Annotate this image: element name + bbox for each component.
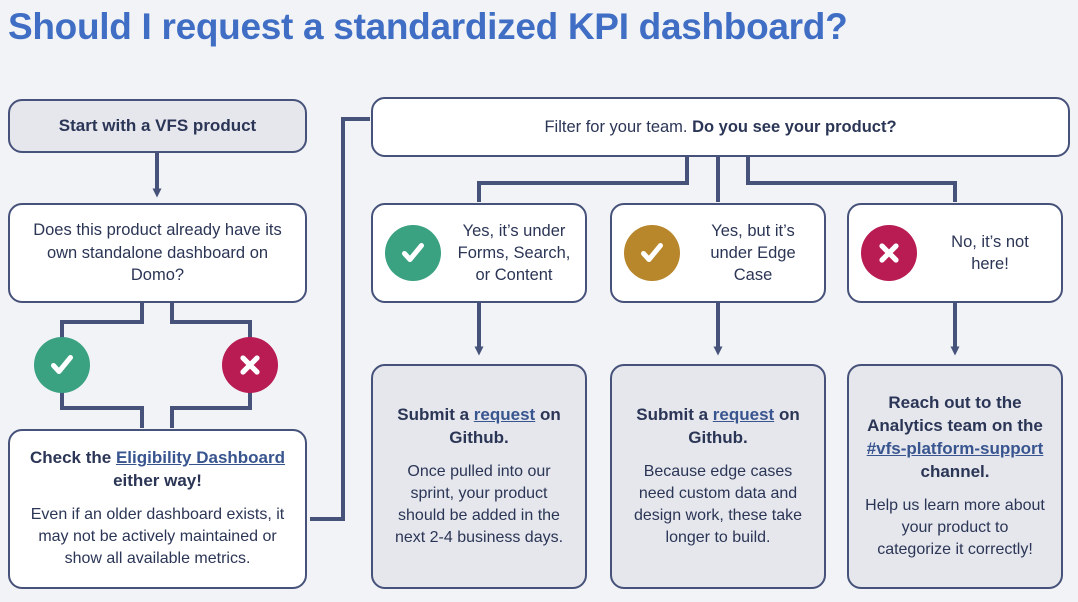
- node-question-label: Does this product already have its own s…: [33, 221, 282, 285]
- answer-1-badge: [385, 224, 441, 281]
- result-1-body: Once pulled into our sprint, your produc…: [394, 462, 564, 547]
- answer-2-label: Yes, but it’s under Edge Case: [710, 221, 796, 285]
- no-marker: [222, 337, 278, 393]
- eligibility-heading-before: Check the: [29, 448, 116, 468]
- result-2-body: Because edge cases need custom data and …: [633, 462, 803, 547]
- node-answer-2[interactable]: Yes, but it’s under Edge Case: [610, 203, 826, 303]
- github-request-link[interactable]: request: [712, 404, 775, 424]
- filter-text-bold: Do you see your product?: [692, 117, 897, 136]
- result-1-heading-before: Submit a: [397, 404, 474, 424]
- result-3-heading-before: Reach out to the Analytics team on the: [867, 393, 1043, 435]
- result-2-heading: Submit a request on Github.: [626, 404, 810, 450]
- spacer: [863, 484, 1047, 495]
- wire-filter-to-answer-1: [477, 157, 689, 202]
- x-icon: [240, 355, 260, 375]
- eligibility-dashboard-link[interactable]: Eligibility Dashboard: [115, 448, 286, 468]
- node-result-2[interactable]: Submit a request on Github. Because edge…: [610, 364, 826, 589]
- node-eligibility[interactable]: Check the Eligibility Dashboard either w…: [8, 429, 307, 589]
- filter-text-regular: Filter for your team.: [544, 117, 693, 136]
- slack-channel-link[interactable]: #vfs-platform-support: [866, 438, 1044, 458]
- spacer: [24, 493, 291, 504]
- check-icon: [641, 242, 663, 262]
- result-3-heading: Reach out to the Analytics team on the #…: [863, 392, 1047, 484]
- result-2-heading-after: on Github.: [688, 404, 800, 447]
- node-answer-3[interactable]: No, it’s not here!: [847, 203, 1063, 303]
- node-eligibility-heading: Check the Eligibility Dashboard either w…: [24, 447, 291, 493]
- check-icon: [51, 355, 73, 374]
- node-result-3[interactable]: Reach out to the Analytics team on the #…: [847, 364, 1063, 589]
- result-1-heading-after: on Github.: [449, 404, 561, 447]
- answer-2-badge: [624, 224, 680, 281]
- github-request-link[interactable]: request: [473, 404, 536, 424]
- wire-eligibility-to-filter: [310, 117, 370, 521]
- node-question[interactable]: Does this product already have its own s…: [8, 203, 307, 303]
- yes-marker: [34, 337, 90, 393]
- answer-3-label: No, it’s not here!: [951, 232, 1029, 273]
- node-result-1[interactable]: Submit a request on Github. Once pulled …: [371, 364, 587, 589]
- node-start[interactable]: Start with a VFS product: [8, 99, 307, 153]
- page-title: Should I request a standardized KPI dash…: [8, 6, 848, 47]
- result-3-heading-after: channel.: [920, 461, 990, 481]
- spacer: [626, 450, 810, 461]
- result-2-heading-before: Submit a: [636, 404, 713, 424]
- node-filter-label: Filter for your team. Do you see your pr…: [387, 116, 1054, 138]
- wire-filter-to-answer-3: [746, 157, 957, 202]
- node-start-label: Start with a VFS product: [58, 115, 257, 135]
- node-eligibility-body: Even if an older dashboard exists, it ma…: [30, 506, 285, 568]
- x-icon: [879, 243, 899, 263]
- check-icon: [402, 242, 424, 262]
- eligibility-heading-after: either way!: [113, 471, 202, 491]
- answer-3-badge: [861, 225, 917, 281]
- spacer: [387, 450, 571, 461]
- result-1-heading: Submit a request on Github.: [387, 404, 571, 450]
- result-3-body: Help us learn more about your product to…: [865, 496, 1045, 558]
- node-answer-1[interactable]: Yes, it’s under Forms, Search, or Conten…: [371, 203, 587, 303]
- answer-1-label: Yes, it’s under Forms, Search, or Conten…: [457, 221, 571, 285]
- node-filter[interactable]: Filter for your team. Do you see your pr…: [371, 97, 1070, 157]
